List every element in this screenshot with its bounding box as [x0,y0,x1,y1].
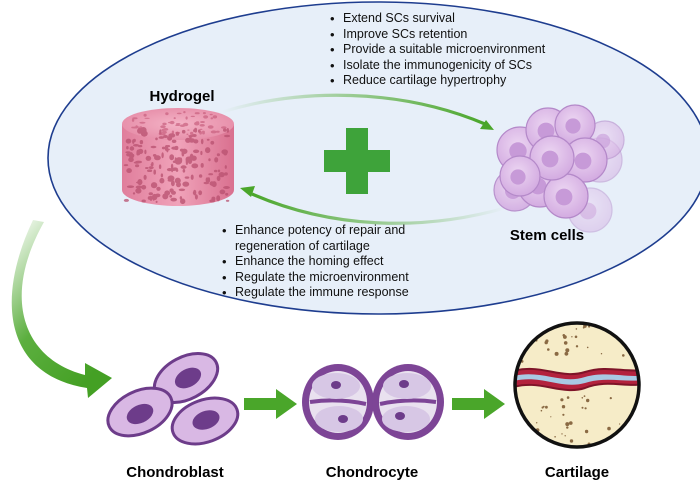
top-benefit-item: Isolate the immunogenicity of SCs [329,58,545,74]
arrow-hydrogel-to-stemcells-head [480,120,494,130]
chondrocyte-label: Chondrocyte [326,464,419,481]
hydrogel-label: Hydrogel [149,88,214,105]
top-benefit-item: Extend SCs survival [329,11,545,27]
chondrocyte-icon [302,364,444,440]
arrow-chondroblast-to-chondrocyte [244,389,297,419]
chondroblast-icon [106,352,240,446]
top-benefits-list: Extend SCs survival Improve SCs retentio… [329,11,545,89]
stem-cells-icon [493,104,625,233]
arrow-stemcells-to-hydrogel-head [240,186,255,197]
top-benefit-item: Reduce cartilage hypertrophy [329,73,545,89]
big-curved-arrow [11,220,112,398]
plus-icon [324,128,390,194]
arrow-hydrogel-to-stemcells [221,93,486,126]
bottom-benefit-item: Regulate the immune response [221,285,431,301]
top-benefit-item: Provide a suitable microenvironment [329,42,545,58]
bottom-benefits-list: Enhance potency of repair and regenerati… [221,223,431,301]
bottom-benefit-item: Enhance potency of repair and regenerati… [221,223,431,254]
bottom-benefit-item: Regulate the microenvironment [221,270,431,286]
arrow-chondrocyte-to-cartilage [452,389,505,419]
cartilage-icon [513,321,641,449]
cartilage-label: Cartilage [545,464,609,481]
top-benefit-item: Improve SCs retention [329,27,545,43]
stem-cells-label: Stem cells [510,227,584,244]
chondroblast-label: Chondroblast [126,464,224,481]
hydrogel-icon [122,108,234,206]
bottom-benefit-item: Enhance the homing effect [221,254,431,270]
